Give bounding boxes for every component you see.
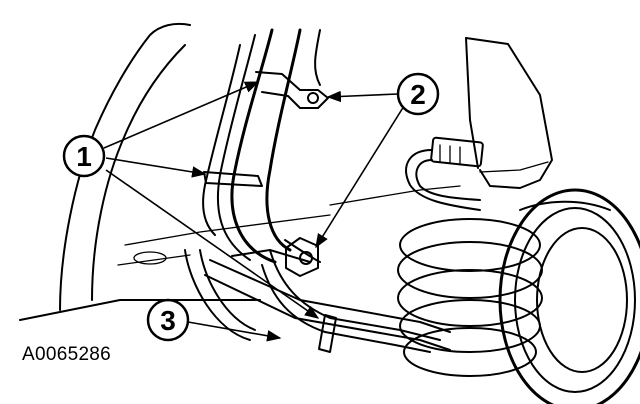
retaining-clip-lower <box>285 237 337 353</box>
leader-lines <box>103 81 405 342</box>
figure-id: A0065286 <box>22 344 112 365</box>
body-panel <box>19 22 461 341</box>
shock-tower <box>465 37 553 189</box>
coil-spring <box>397 218 543 377</box>
wheel-hub <box>498 188 640 404</box>
callout-3-label: 3 <box>160 305 176 336</box>
callout-1-label: 1 <box>76 141 92 172</box>
callout-3: 3 <box>146 298 190 342</box>
sensor-connector <box>405 136 484 211</box>
callout-1: 1 <box>62 134 106 178</box>
retaining-clip-middle <box>203 171 263 187</box>
callout-2: 2 <box>396 72 440 116</box>
wiring-harness <box>202 28 441 353</box>
callout-2-label: 2 <box>410 79 426 110</box>
